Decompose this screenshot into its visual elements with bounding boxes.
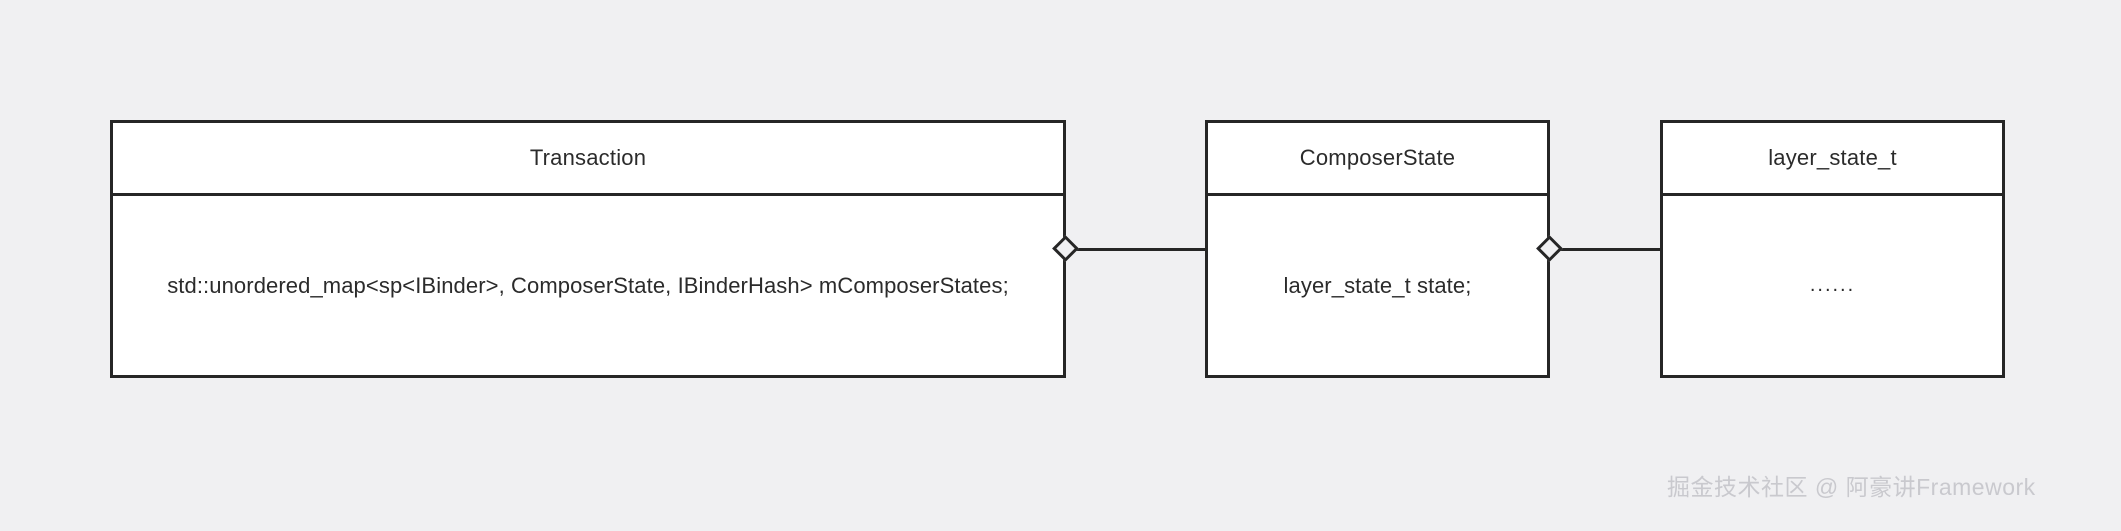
- uml-class-composerstate[interactable]: ComposerState layer_state_t state;: [1205, 120, 1550, 378]
- aggregation-line-transaction-composerstate: [1066, 248, 1205, 251]
- uml-class-members-layer-state-t: ......: [1809, 274, 1856, 296]
- uml-class-name-layer-state-t: layer_state_t: [1768, 145, 1897, 170]
- uml-class-layer-state-t[interactable]: layer_state_t ......: [1660, 120, 2005, 378]
- uml-class-header-transaction: Transaction: [113, 123, 1063, 196]
- uml-class-transaction[interactable]: Transaction std::unordered_map<sp<IBinde…: [110, 120, 1066, 378]
- watermark-text: 掘金技术社区 @ 阿豪讲Framework: [1667, 474, 2036, 500]
- uml-class-body-layer-state-t: ......: [1663, 196, 2002, 375]
- uml-class-header-composerstate: ComposerState: [1208, 123, 1547, 196]
- uml-class-body-composerstate: layer_state_t state;: [1208, 196, 1547, 375]
- aggregation-line-composerstate-layer-state-t: [1550, 248, 1660, 251]
- uml-class-name-composerstate: ComposerState: [1299, 145, 1456, 170]
- uml-class-members-composerstate: layer_state_t state;: [1283, 272, 1472, 298]
- uml-class-body-transaction: std::unordered_map<sp<IBinder>, Composer…: [113, 196, 1063, 375]
- uml-class-name-transaction: Transaction: [529, 145, 647, 170]
- uml-class-header-layer-state-t: layer_state_t: [1663, 123, 2002, 196]
- uml-class-members-transaction: std::unordered_map<sp<IBinder>, Composer…: [167, 272, 1009, 298]
